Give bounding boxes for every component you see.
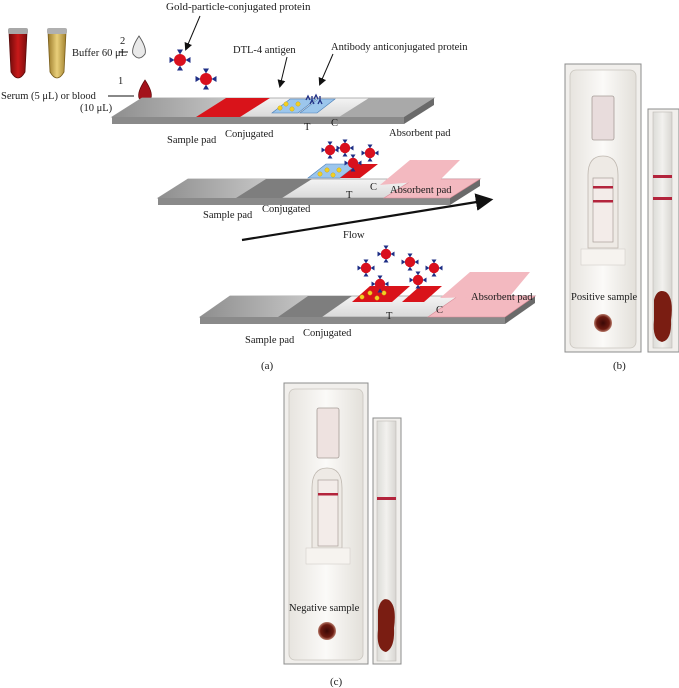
- conjugate-pad: [278, 296, 352, 317]
- negative-sample-caption: Negative sample: [289, 603, 360, 614]
- strip3-sample-pad-label: Sample pad: [245, 335, 295, 346]
- flow-arrow: [241, 193, 494, 242]
- control-line-red: [402, 286, 442, 302]
- capture-antibody-icons: [305, 93, 323, 105]
- strip2-t-label: T: [346, 190, 353, 201]
- serum-label-line1: Serum (5 μL) or blood: [1, 91, 97, 102]
- positive-cassette-photo: [564, 63, 642, 353]
- positive-test-band: [593, 186, 613, 189]
- antibody-arrow: [318, 53, 334, 86]
- strip3-conjugated-label: Conjugated: [303, 328, 352, 339]
- strip1-c-label: C: [331, 118, 338, 129]
- absorbent-pad: [382, 178, 482, 199]
- strip1-absorbent-label: Absorbent pad: [389, 128, 451, 139]
- test-strip-2: [156, 160, 482, 205]
- strip1-t-label: T: [304, 122, 311, 133]
- gold-particle-icon: [361, 144, 379, 162]
- panel-b-label: (b): [613, 360, 626, 372]
- control-line-red: [340, 164, 378, 178]
- strip3-t-label: T: [386, 311, 393, 322]
- antigen-dots: [359, 290, 387, 301]
- absorbent-pad: [427, 295, 536, 318]
- gold-particle-icon: [195, 68, 217, 90]
- strip3-c-label: C: [436, 305, 443, 316]
- gold-particle-icon: [321, 141, 339, 159]
- gold-particle-icon: [336, 139, 354, 157]
- control-line: [299, 98, 336, 114]
- serum-tube: [8, 28, 28, 79]
- gold-particle-icon: [377, 245, 395, 263]
- sample-well-icon: [318, 622, 336, 640]
- strip3-absorbent-label: Absorbent pad: [471, 292, 533, 303]
- buffer-label: Buffer 60 μL: [72, 48, 127, 59]
- gold-protein-label: Gold-particle-conjugated protein: [166, 1, 311, 13]
- strip2-absorbent-label: Absorbent pad: [390, 185, 452, 196]
- serum-label-line2: (10 μL): [80, 103, 113, 114]
- strip2-sample-pad-label: Sample pad: [203, 210, 253, 221]
- positive-dipstick-photo: [647, 108, 679, 353]
- antigen-arrow: [277, 56, 288, 88]
- gold-particle-icon: [169, 49, 191, 71]
- strip1-conjugated-label: Conjugated: [225, 129, 274, 140]
- panel-a-label: (a): [261, 360, 274, 372]
- buffer-tube: [47, 28, 67, 79]
- antigen-dots: [317, 167, 342, 178]
- conjugate-pad: [196, 98, 270, 117]
- gold-particle-icon: [357, 259, 375, 277]
- absorbent-pad: [339, 98, 434, 117]
- positive-sample-caption: Positive sample: [571, 292, 638, 303]
- negative-dipstick-photo: [372, 417, 402, 665]
- buffer-step-number: 2: [120, 36, 125, 47]
- test-line-red: [352, 286, 410, 302]
- positive-control-band: [593, 200, 613, 203]
- antigen-label: DTL-4 antigen: [233, 45, 296, 56]
- test-strip-1: [110, 93, 436, 124]
- sample-well-icon: [594, 314, 612, 332]
- buffer-droplet-icon: [132, 35, 146, 59]
- sample-pad: [200, 296, 310, 317]
- gold-particle-icon: [425, 259, 443, 277]
- strip1-sample-pad-label: Sample pad: [167, 135, 217, 146]
- gold-protein-arrow: [184, 15, 201, 51]
- strip2-c-label: C: [370, 182, 377, 193]
- strip2-conjugated-label: Conjugated: [262, 204, 311, 215]
- negative-control-band: [318, 493, 338, 496]
- conjugate-pad: [236, 179, 312, 198]
- gold-particle-icon: [409, 271, 427, 289]
- sample-pad: [158, 179, 268, 198]
- panel-c-label: (c): [330, 676, 343, 688]
- negative-cassette-photo: [283, 382, 369, 665]
- flow-label: Flow: [343, 230, 365, 241]
- serum-step-number: 1: [118, 76, 123, 87]
- antibody-label: Antibody anticonjugated protein: [331, 42, 468, 53]
- antigen-dots: [277, 101, 301, 112]
- gold-particle-icon: [401, 253, 419, 271]
- test-strip-3: [198, 272, 537, 324]
